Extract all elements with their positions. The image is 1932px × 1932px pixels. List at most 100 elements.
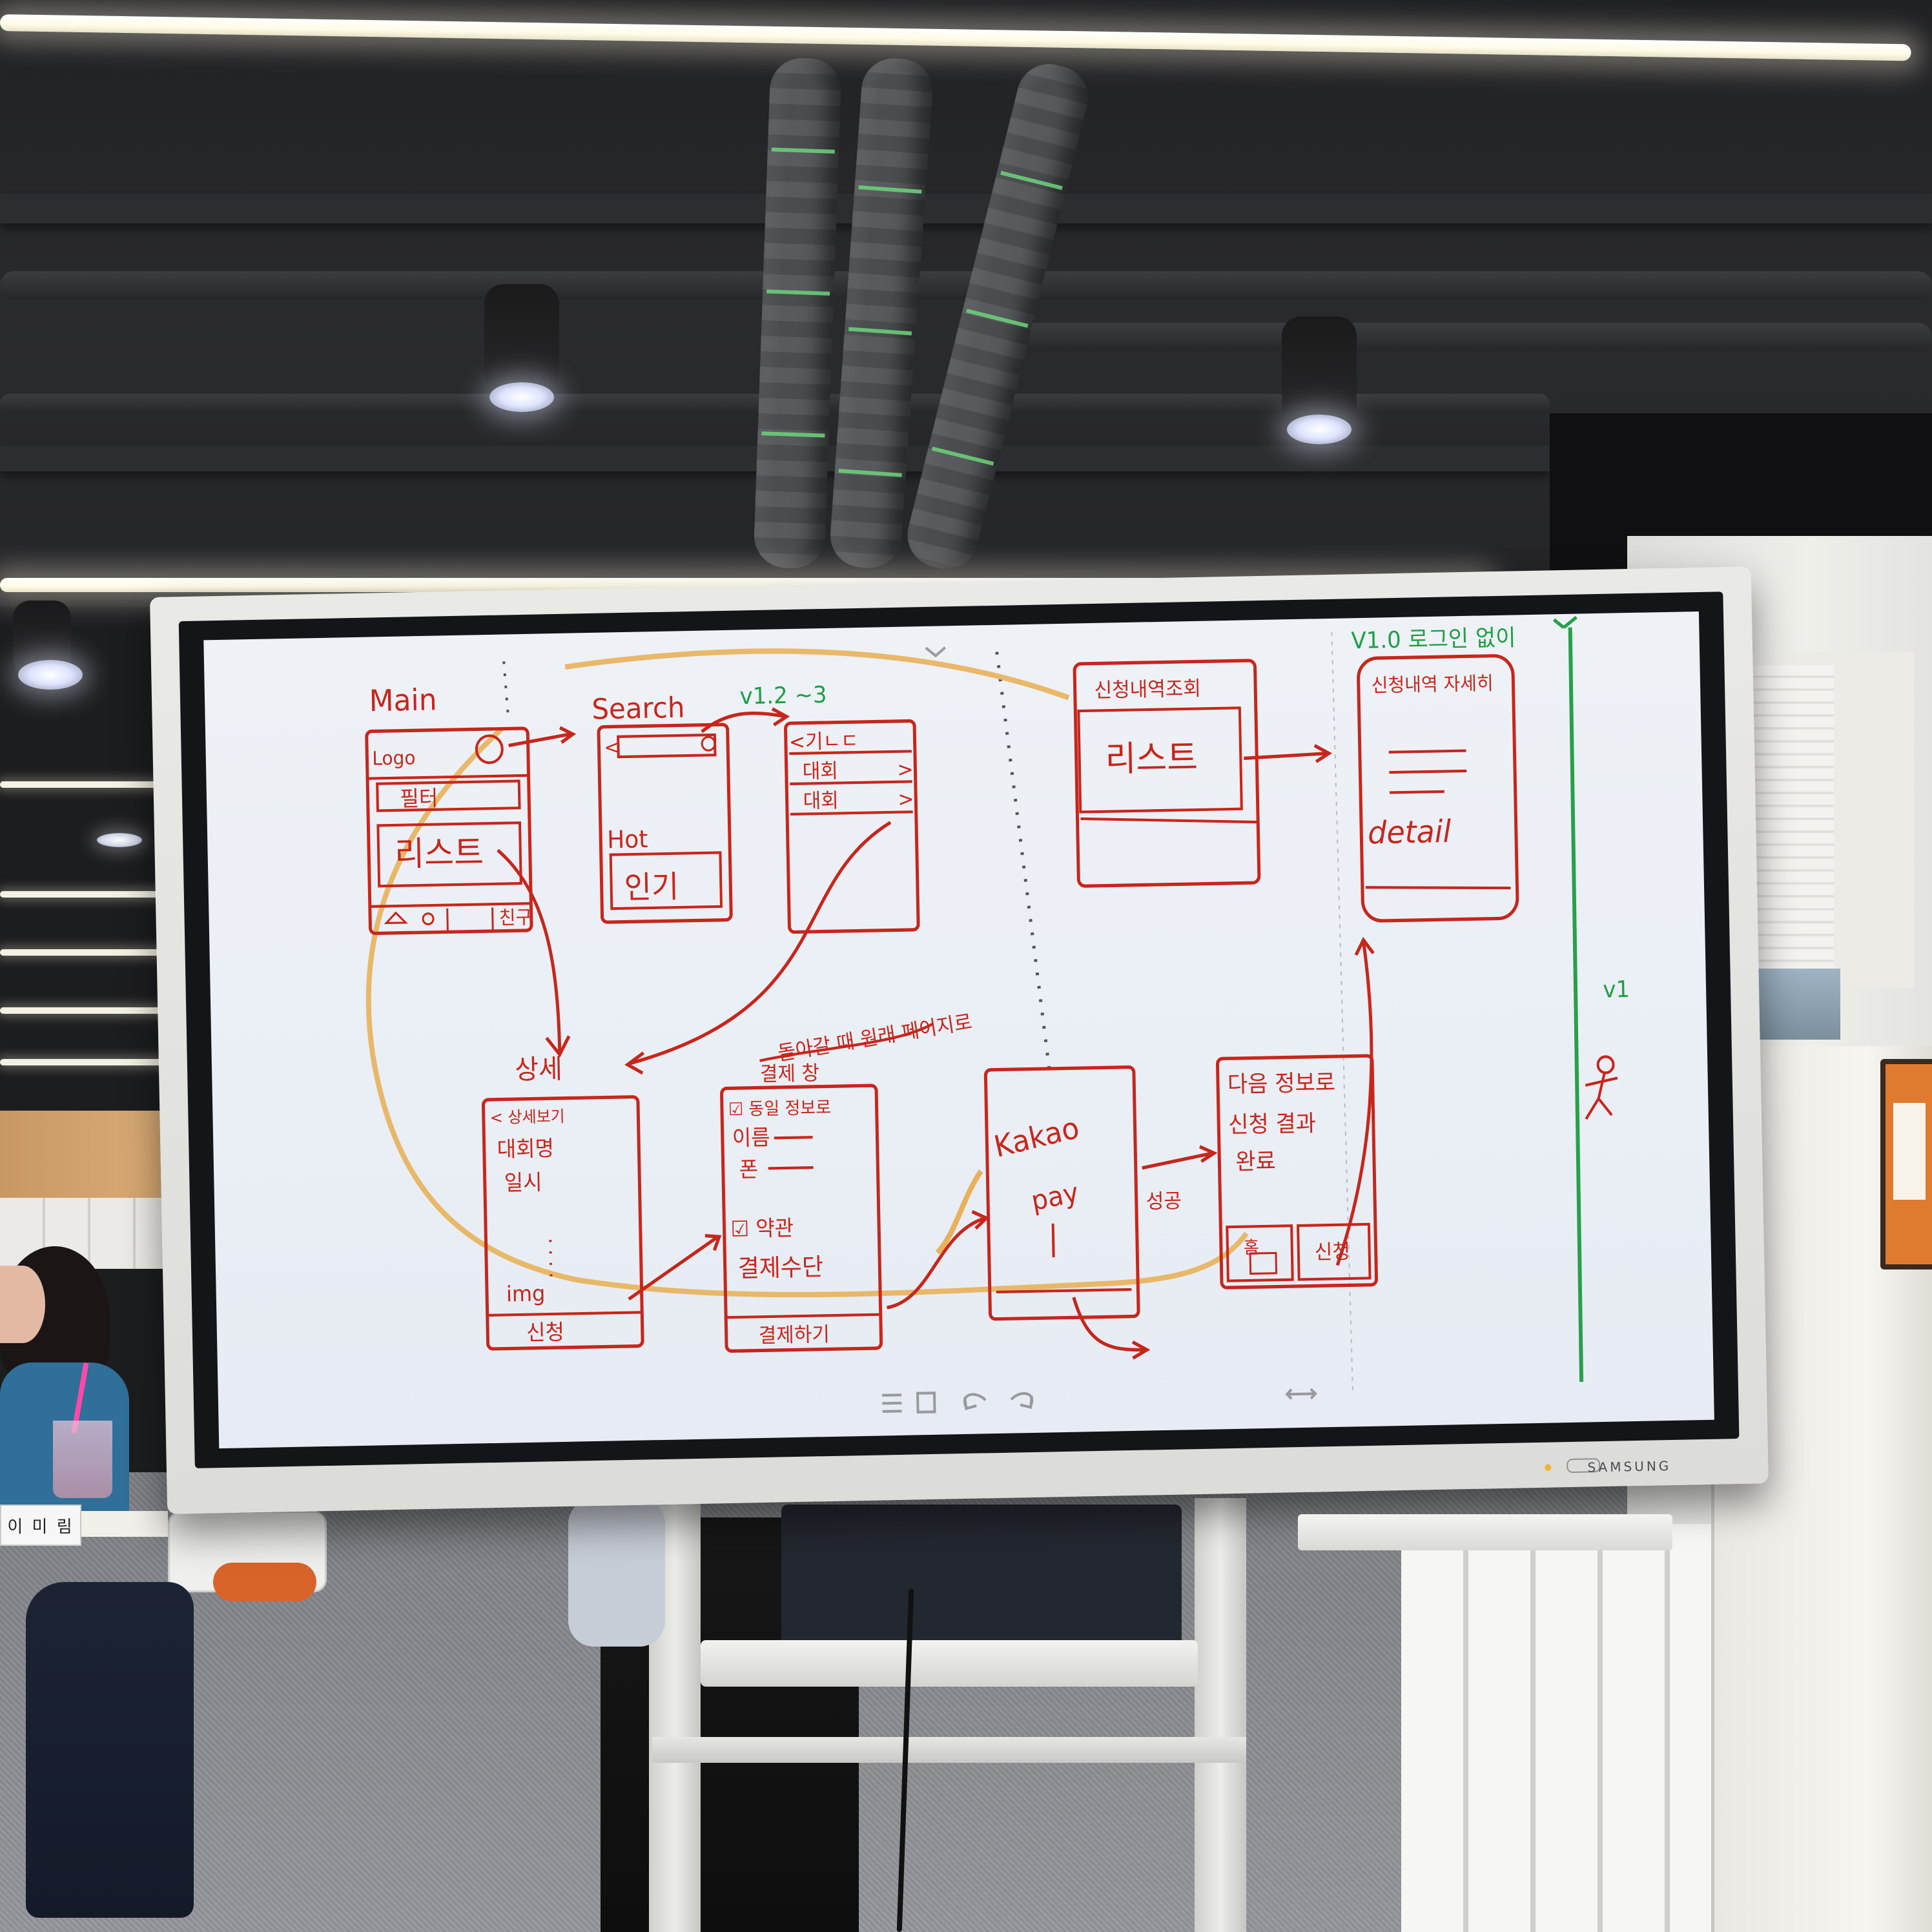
presenter-arm <box>568 1498 665 1647</box>
home-button-label: 홈 <box>1244 1237 1259 1258</box>
arrow-icon <box>1335 936 1375 1266</box>
user-icon <box>422 912 435 925</box>
spotlight <box>13 601 83 690</box>
login-version-label: V1.0 로그인 없이 <box>1351 625 1516 655</box>
results-row: 대회 <box>803 790 839 814</box>
main-phone-frame <box>365 726 533 936</box>
edge-version-label: v1 <box>1603 976 1630 1003</box>
payment-phone: 폰 <box>739 1157 758 1182</box>
expand-icon[interactable] <box>1285 1388 1317 1400</box>
arrow-icon <box>887 1210 990 1310</box>
desk-nameplate: 이 미 림 <box>0 1505 81 1546</box>
detail-history-title: 신청내역 자세히 <box>1372 672 1494 696</box>
apply-button-label: 신청 <box>1315 1240 1351 1264</box>
payment-terms: ☑ 약관 <box>730 1215 794 1242</box>
payment-method: 결제수단 <box>737 1253 823 1282</box>
arrow-icon <box>1072 1297 1151 1360</box>
search-hot-label: Hot <box>607 825 648 854</box>
payment-name: 이름 <box>732 1125 770 1151</box>
chevron-down-icon[interactable] <box>925 646 947 658</box>
main-filter-label: 필터 <box>400 786 438 812</box>
main-label: Main <box>369 682 437 718</box>
svg-text:>: > <box>897 758 914 781</box>
person-face <box>0 1266 45 1343</box>
search-bar <box>617 733 717 759</box>
backpack <box>26 1582 194 1918</box>
kakao-phone-frame <box>983 1065 1140 1321</box>
svg-text:<: < <box>604 735 619 758</box>
arrow-icon <box>701 707 790 734</box>
payment-userinfo: ☑ 동일 정보로 <box>728 1098 832 1120</box>
result-phone-frame <box>1215 1054 1379 1290</box>
apply-button-sketch <box>1297 1222 1372 1281</box>
next-info-line: 다음 정보로 <box>1228 1070 1336 1098</box>
arrow-icon <box>1142 1145 1218 1170</box>
ceiling-beam <box>0 194 1932 223</box>
search-label: Search <box>591 692 685 726</box>
detail-contest-name: 대회명 <box>497 1136 554 1162</box>
whiteboard-canvas[interactable]: < > > <box>203 611 1714 1449</box>
spotlight <box>1282 316 1357 444</box>
arrow-icon <box>628 1233 722 1301</box>
ceiling-light-strip <box>0 949 187 956</box>
white-shelf-unit <box>1401 1524 1763 1932</box>
screen-frame: < > > <box>178 591 1740 1468</box>
stand-crossbar <box>652 1737 1246 1763</box>
ceiling-pipe <box>1007 323 1932 351</box>
payment-button[interactable]: 결제하기 <box>758 1323 830 1348</box>
main-list-label: 리스트 <box>395 834 484 874</box>
digital-whiteboard: < > > <box>150 566 1769 1514</box>
next-info-line: 완료 <box>1235 1148 1276 1175</box>
success-label: 성공 <box>1146 1190 1182 1214</box>
detail-back-label: < 상세보기 <box>490 1107 565 1127</box>
brand-logo: SAMSUNG <box>1587 1458 1672 1475</box>
ceiling-light-strip <box>0 1059 174 1065</box>
results-row: 대회 <box>802 760 838 784</box>
sketch-layer: < > > <box>365 615 1630 1414</box>
ceiling-light-strip <box>0 781 207 788</box>
search-icon <box>701 735 716 752</box>
main-logo-label: Logo <box>372 746 416 770</box>
stand-tray <box>701 1640 1198 1687</box>
arrow-icon <box>1244 744 1332 763</box>
detail-apply: 신청 <box>526 1320 564 1346</box>
results-phone-frame <box>784 719 920 934</box>
history-list-label: 리스트 <box>1105 737 1198 779</box>
menu-icon[interactable] <box>882 1393 902 1413</box>
detail-datetime: 일시 <box>504 1170 542 1196</box>
detail-history-text: detail <box>1368 814 1452 852</box>
downlight <box>97 833 142 847</box>
drink-cup <box>53 1421 112 1498</box>
search-icon <box>475 734 504 765</box>
svg-text:>: > <box>898 788 914 811</box>
detail-label: 상세 <box>515 1053 562 1085</box>
pay-label: pay <box>1029 1177 1081 1217</box>
stick-figure-icon <box>1596 1055 1615 1074</box>
search-popular-label: 인기 <box>624 869 679 907</box>
orange-sign <box>1880 1059 1932 1269</box>
detail-img: img <box>506 1281 546 1307</box>
page-icon[interactable] <box>916 1392 936 1414</box>
arrow-icon <box>624 821 892 1075</box>
pen-tray <box>1298 1514 1672 1550</box>
detail-phone-frame <box>481 1095 644 1351</box>
home-icon <box>384 911 408 925</box>
ceiling-light-strip <box>0 891 194 898</box>
kakao-label: Kakao <box>991 1110 1082 1164</box>
next-info-line: 신청 결과 <box>1228 1111 1316 1138</box>
history-phone-frame <box>1073 659 1261 888</box>
office-chair-seat <box>213 1563 316 1601</box>
power-led <box>1545 1464 1552 1471</box>
flow-line <box>365 648 1249 1298</box>
redo-icon[interactable] <box>1010 1392 1034 1409</box>
version-label: v1.2 ~3 <box>739 682 827 710</box>
payment-phone-frame <box>720 1084 883 1353</box>
arrow-icon <box>508 726 577 748</box>
undo-icon[interactable] <box>963 1393 987 1410</box>
home-button-sketch <box>1226 1224 1294 1282</box>
stand-post <box>1195 1498 1246 1932</box>
arrow-icon <box>497 848 571 1058</box>
stand-control-box <box>781 1505 1182 1647</box>
ceiling-light-strip <box>0 1007 181 1014</box>
